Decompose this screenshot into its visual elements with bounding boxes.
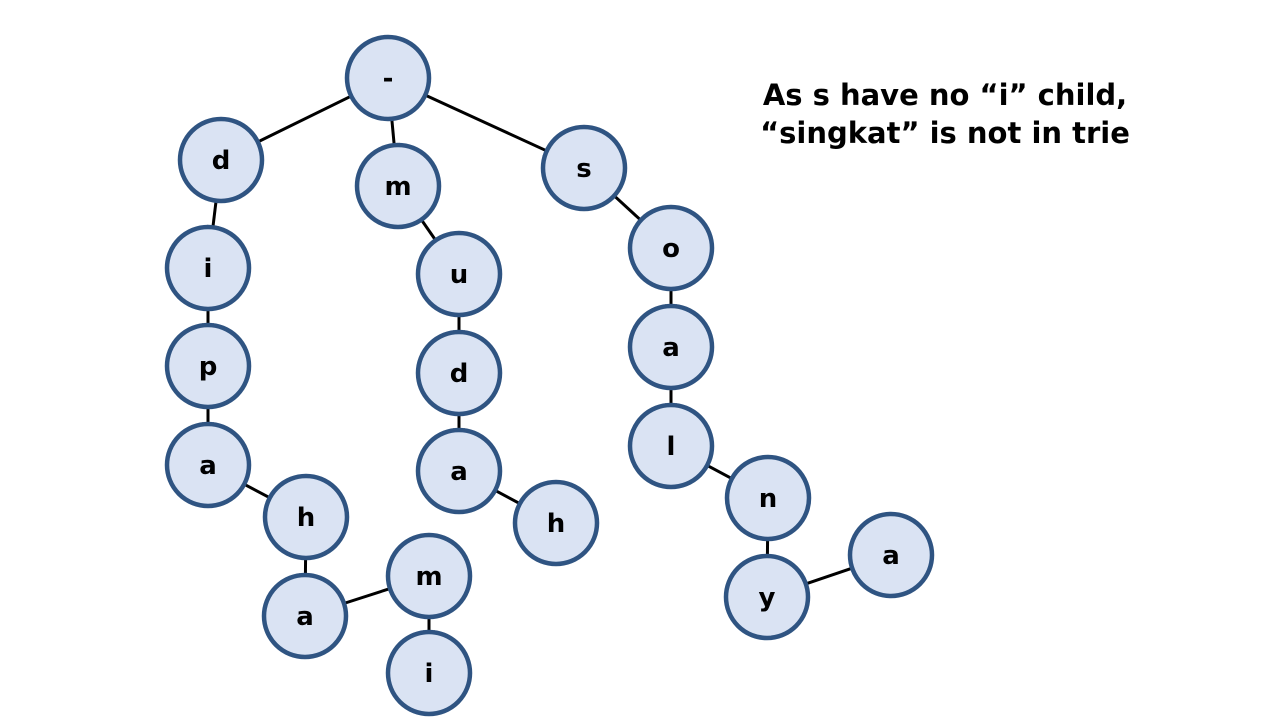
trie-node-dip: p	[164, 322, 252, 410]
trie-node-label: o	[662, 234, 680, 264]
trie-node-dipahami: i	[385, 629, 473, 717]
trie-node-m: m	[354, 142, 442, 230]
annotation-line-2: “singkat” is not in trie	[760, 116, 1130, 150]
trie-node-label: n	[759, 484, 778, 514]
trie-node-root: -	[344, 34, 432, 122]
trie-node-label: d	[212, 146, 231, 176]
trie-node-label: h	[297, 503, 316, 533]
trie-node-muda: a	[415, 427, 503, 515]
trie-node-label: i	[425, 659, 434, 689]
trie-node-so: o	[627, 204, 715, 292]
trie-node-soalnya: a	[847, 511, 935, 599]
edge-root-d	[246, 92, 358, 150]
trie-node-soa: a	[627, 303, 715, 391]
trie-node-label: -	[383, 64, 394, 94]
edge-root-s	[419, 91, 559, 159]
annotation-line-1: As s have no “i” child,	[762, 78, 1128, 112]
trie-node-soal: l	[627, 402, 715, 490]
trie-node-dipaham: m	[385, 532, 473, 620]
trie-node-label: y	[759, 583, 776, 613]
trie-node-label: s	[576, 154, 591, 184]
trie-node-label: h	[547, 509, 566, 539]
trie-node-label: a	[296, 602, 314, 632]
trie-node-d: d	[177, 116, 265, 204]
trie-node-s: s	[540, 124, 628, 212]
annotation: As s have no “i” child, “singkat” is not…	[730, 76, 1160, 152]
trie-node-dipah: h	[262, 473, 350, 561]
trie-node-mu: u	[415, 230, 503, 318]
trie-node-label: u	[450, 260, 469, 290]
trie-node-label: a	[882, 541, 900, 571]
trie-node-dipa: a	[164, 421, 252, 509]
trie-node-mud: d	[415, 329, 503, 417]
trie-node-label: d	[450, 359, 469, 389]
trie-node-label: m	[415, 562, 442, 592]
trie-node-dipaha: a	[261, 572, 349, 660]
trie-node-soaln: n	[724, 454, 812, 542]
trie-node-label: m	[384, 172, 411, 202]
trie-node-label: p	[199, 352, 218, 382]
trie-node-label: i	[204, 254, 213, 284]
trie-node-mudah: h	[512, 479, 600, 567]
node-layer: - d i p a h a m i m u d a h s o a l n y a	[164, 34, 935, 717]
trie-node-label: a	[450, 457, 468, 487]
trie-node-label: a	[662, 333, 680, 363]
trie-node-label: a	[199, 451, 217, 481]
trie-node-label: l	[667, 432, 676, 462]
trie-node-soalny: y	[723, 553, 811, 641]
trie-node-di: i	[164, 224, 252, 312]
